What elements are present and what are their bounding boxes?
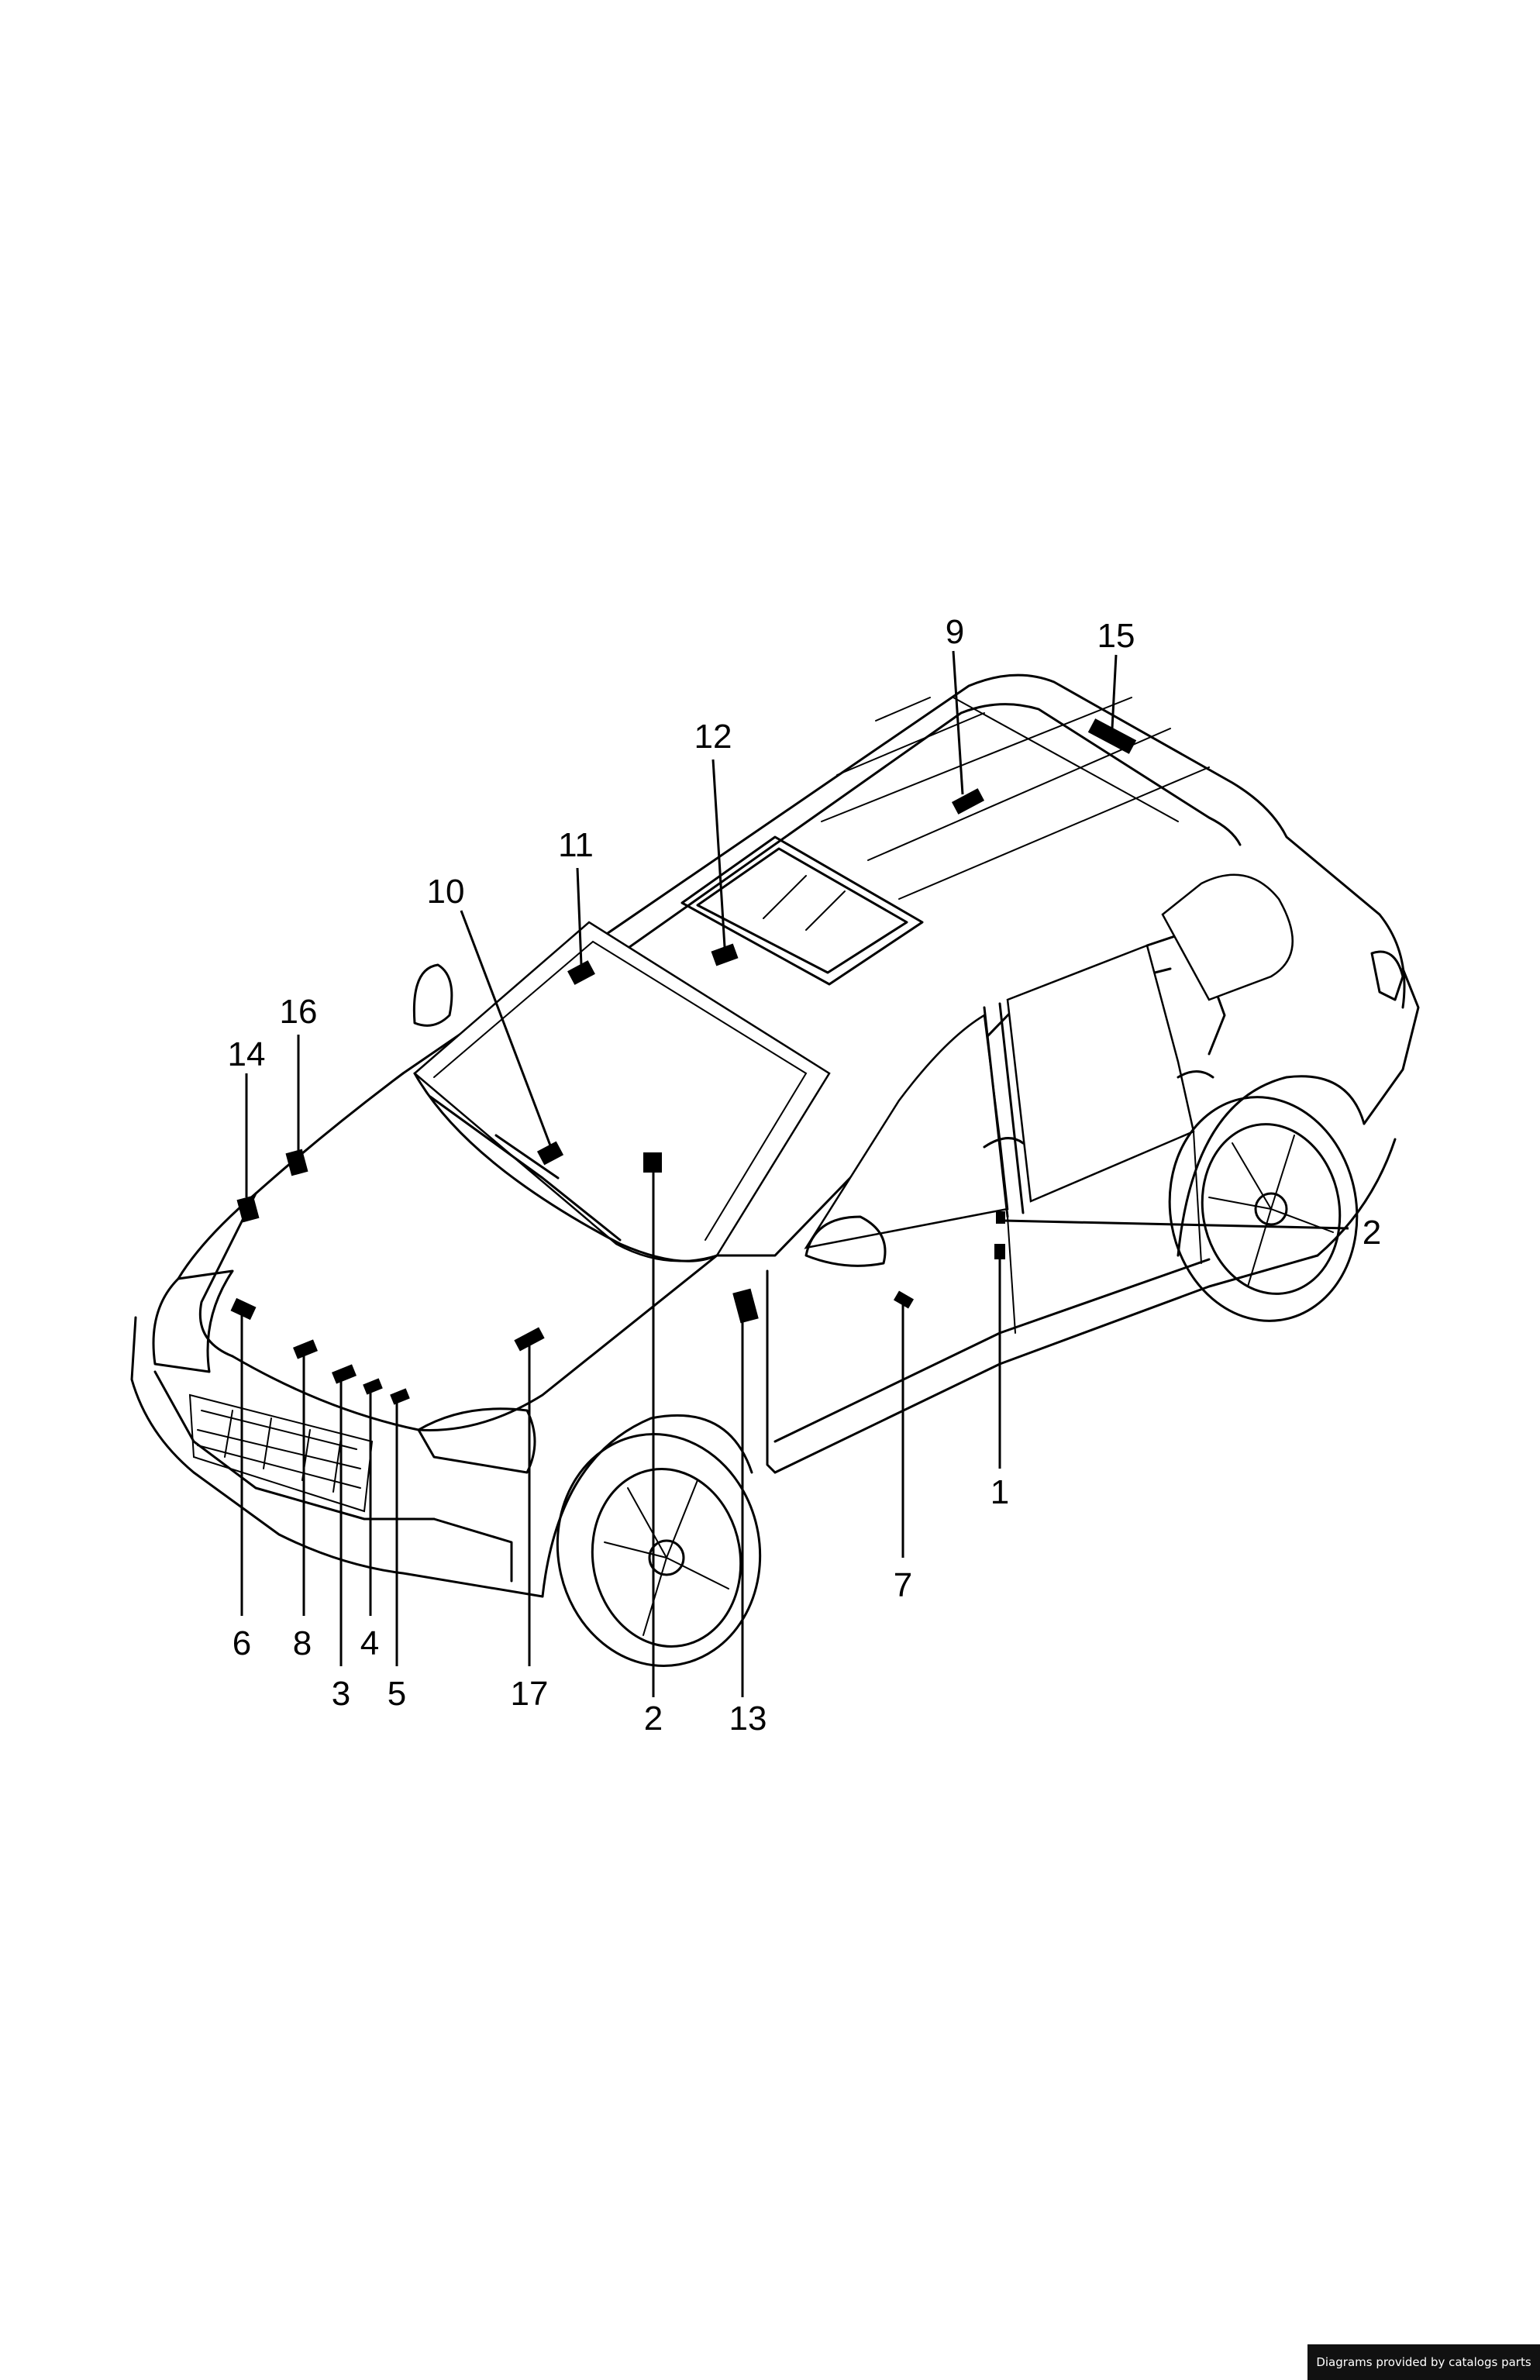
callout-3: 3 (332, 1675, 350, 1713)
callout-11: 11 (558, 826, 594, 864)
callout-5: 5 (388, 1675, 406, 1713)
callout-15: 15 (1097, 617, 1135, 655)
callout-1: 1 (990, 1473, 1009, 1511)
callout-8: 8 (293, 1624, 312, 1662)
callout-2-bottom: 2 (644, 1700, 663, 1738)
vehicle-outline (130, 673, 1420, 1667)
label-markers (230, 718, 1137, 1405)
callout-7: 7 (894, 1566, 912, 1604)
callout-9: 9 (946, 613, 964, 651)
callout-16: 16 (280, 993, 318, 1031)
callout-14: 14 (228, 1035, 266, 1073)
callout-17: 17 (511, 1675, 549, 1713)
callout-13: 13 (729, 1700, 767, 1738)
footer-credit-text: Diagrams provided by catalogs parts (1316, 2355, 1531, 2369)
callout-10: 10 (427, 873, 465, 911)
callout-6: 6 (233, 1624, 251, 1662)
callout-2-right: 2 (1363, 1214, 1381, 1252)
callout-12: 12 (694, 718, 732, 756)
callout-labels: 9 15 12 11 10 16 14 2 1 7 6 8 4 3 5 17 2… (228, 613, 1382, 1738)
callout-4: 4 (360, 1624, 379, 1662)
leader-lines (240, 650, 1349, 1697)
footer-credit-badge: Diagrams provided by catalogs parts (1307, 2344, 1540, 2380)
